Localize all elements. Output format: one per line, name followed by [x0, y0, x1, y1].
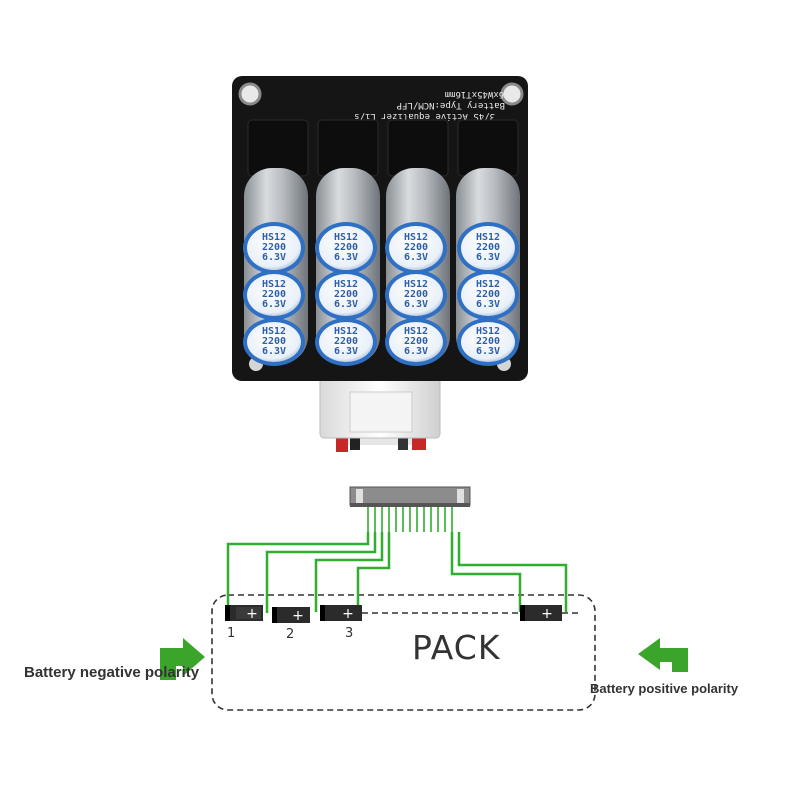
capacitor-marking: 2200 — [334, 242, 358, 253]
svg-text:+: + — [246, 606, 258, 622]
balance-connector-plug — [319, 367, 441, 439]
capacitor-marking: HS12 — [404, 232, 428, 243]
svg-text:Battery Type:NCM/LFP: Battery Type:NCM/LFP — [396, 100, 505, 110]
capacitor-marking: 2200 — [476, 336, 500, 347]
capacitor-marking: 6.3V — [334, 299, 358, 310]
battery-cell-n: + — [520, 605, 562, 622]
capacitor-marking: 2200 — [262, 336, 286, 347]
balance-connector-diagram — [349, 486, 471, 507]
capacitor-marking: 2200 — [404, 289, 428, 300]
capacitor-row-3 — [243, 318, 519, 366]
capacitor-marking: HS12 — [404, 326, 428, 337]
capacitor-marking: 2200 — [262, 242, 286, 253]
capacitor-marking: 6.3V — [262, 252, 286, 263]
capacitor-marking: 2200 — [476, 242, 500, 253]
cell-number-2: 2 — [286, 627, 295, 642]
battery-cell-3: + — [320, 605, 362, 622]
balance-wires — [226, 532, 568, 613]
capacitor-marking: 6.3V — [404, 252, 428, 263]
capacitor-marking: 2200 — [476, 289, 500, 300]
svg-text:3/4S Active equalizer Li/s: 3/4S Active equalizer Li/s — [354, 111, 495, 121]
inductors — [247, 119, 519, 177]
svg-text:+: + — [541, 606, 553, 622]
pack-boundary — [211, 594, 596, 711]
positive-arrow-icon — [638, 638, 688, 672]
battery-cell-2: + — [272, 607, 310, 624]
svg-text:+: + — [342, 606, 354, 622]
pack-label: PACK — [412, 628, 501, 667]
capacitor-marking: 6.3V — [262, 299, 286, 310]
capacitor-marking: HS12 — [476, 279, 500, 290]
balancer-board-photo: L66xW45xT16mm Battery Type:NCM/LFP 3/4S … — [232, 76, 528, 452]
capacitor-marking: HS12 — [476, 326, 500, 337]
capacitor-marking: 6.3V — [404, 346, 428, 357]
wiring-diagram: + + + + — [160, 486, 688, 711]
negative-arrow-icon — [160, 638, 205, 680]
capacitor-marking: 6.3V — [262, 346, 286, 357]
negative-polarity-label: Battery negative polarity — [24, 664, 200, 681]
svg-text:+: + — [292, 608, 304, 624]
cell-number-3: 3 — [345, 626, 354, 641]
capacitor-marking: HS12 — [262, 232, 286, 243]
capacitor-marking: 2200 — [404, 336, 428, 347]
capacitor-marking: 6.3V — [334, 252, 358, 263]
capacitor-marking: 6.3V — [334, 346, 358, 357]
capacitor-row-2 — [243, 270, 519, 320]
board-silkscreen: L66xW45xT16mm Battery Type:NCM/LFP 3/4S … — [354, 89, 515, 121]
capacitor-marking: 6.3V — [476, 252, 500, 263]
capacitor-marking: HS12 — [476, 232, 500, 243]
capacitor-marking: HS12 — [334, 232, 358, 243]
cell-number-1: 1 — [227, 626, 236, 641]
capacitor-marking: HS12 — [334, 279, 358, 290]
capacitor-marking: 2200 — [404, 242, 428, 253]
capacitor-row-1 — [243, 222, 519, 274]
connector-pins — [367, 507, 453, 532]
svg-text:L66xW45xT16mm: L66xW45xT16mm — [445, 89, 515, 99]
capacitor-marking: HS12 — [334, 326, 358, 337]
capacitor-markings: HS1222006.3VHS1222006.3VHS1222006.3VHS12… — [262, 232, 500, 357]
capacitor-marking: 6.3V — [476, 346, 500, 357]
capacitor-marking: 2200 — [334, 289, 358, 300]
capacitor-marking: HS12 — [262, 326, 286, 337]
capacitor-marking: HS12 — [404, 279, 428, 290]
capacitor-marking: 2200 — [262, 289, 286, 300]
capacitor-marking: HS12 — [262, 279, 286, 290]
positive-polarity-label: Battery positive polarity — [590, 681, 739, 696]
capacitor-marking: 6.3V — [404, 299, 428, 310]
battery-cell-1: + — [225, 605, 263, 622]
capacitor-marking: 2200 — [334, 336, 358, 347]
capacitor-marking: 6.3V — [476, 299, 500, 310]
